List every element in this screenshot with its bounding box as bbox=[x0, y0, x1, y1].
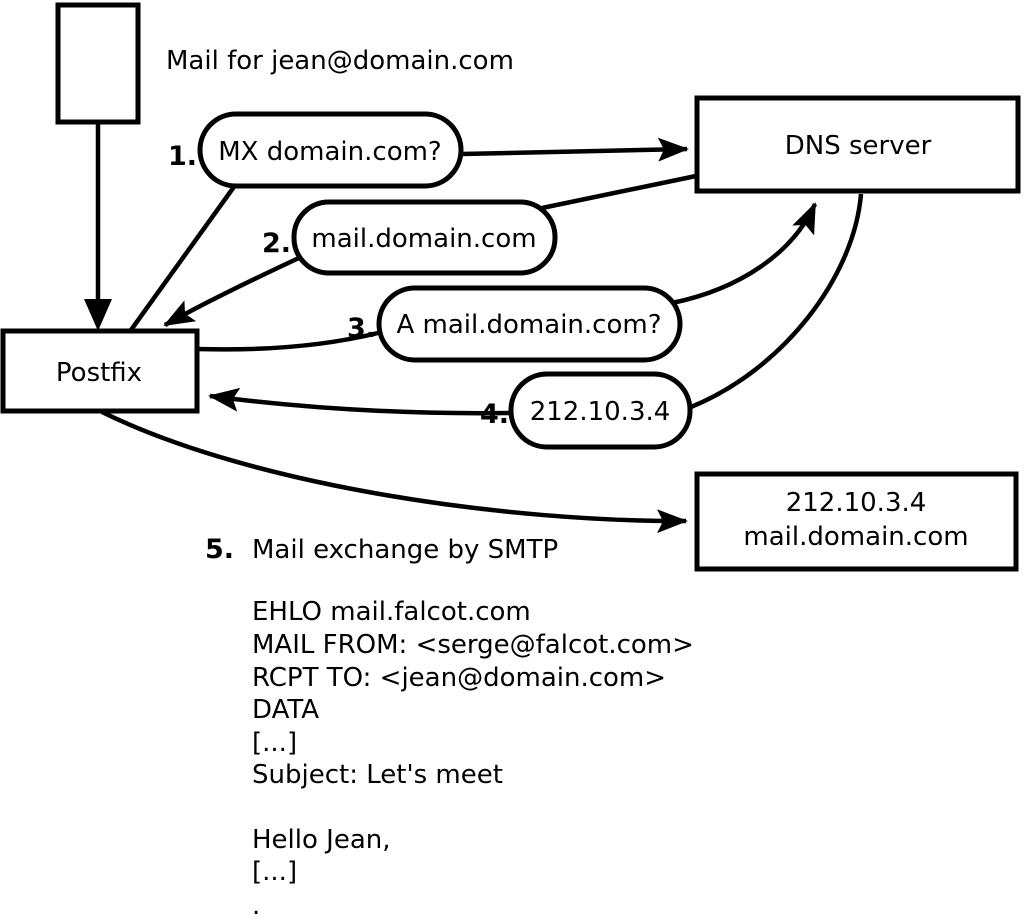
dns-server-label: DNS server bbox=[785, 131, 932, 161]
smtp-line-ellipsis-2: [...] bbox=[252, 857, 297, 887]
arrow-query3-to-dns bbox=[671, 202, 818, 306]
arrow-smtp-exchange bbox=[101, 409, 688, 534]
arrow-answer4-to-postfix bbox=[208, 387, 512, 416]
smtp-line-ehlo: EHLO mail.falcot.com bbox=[252, 597, 531, 627]
smtp-line-subject: Subject: Let's meet bbox=[252, 760, 503, 790]
edge-dns-to-answer2 bbox=[541, 173, 697, 211]
answer-ip-label: 212.10.3.4 bbox=[530, 397, 671, 427]
edges bbox=[84, 122, 864, 534]
arrowhead-incoming-mail-icon bbox=[84, 299, 112, 331]
edge-postfix-to-query1 bbox=[129, 182, 238, 332]
arrow-answer2-to-postfix bbox=[163, 254, 302, 327]
pill-query-mx bbox=[197, 111, 464, 189]
edge-postfix-to-query3 bbox=[196, 330, 379, 352]
step5-number: 5. bbox=[205, 534, 234, 565]
note-mail-for: Mail for jean@domain.com bbox=[166, 46, 514, 76]
step3-number: 3. bbox=[347, 313, 376, 344]
pill-answer-ip bbox=[508, 371, 693, 450]
edge-dns-to-answer4 bbox=[690, 193, 864, 410]
postfix-box bbox=[0, 328, 200, 414]
postfix-label: Postfix bbox=[56, 358, 142, 388]
smtp-line-data: DATA bbox=[252, 695, 319, 725]
dns-server-box bbox=[694, 95, 1021, 194]
query-a-record-label: A mail.domain.com? bbox=[397, 310, 662, 340]
arrow-query1-to-dns bbox=[460, 137, 689, 162]
mail-message-box bbox=[55, 2, 141, 125]
pill-answer-mailhost bbox=[291, 199, 558, 276]
mail-server-host-label: mail.domain.com bbox=[743, 522, 968, 552]
smtp-line-rcpt-to: RCPT TO: <jean@domain.com> bbox=[252, 663, 666, 693]
step1-number: 1. bbox=[168, 141, 197, 172]
mail-server-box bbox=[694, 471, 1019, 572]
step4-number: 4. bbox=[480, 399, 509, 430]
query-mx-label: MX domain.com? bbox=[218, 137, 441, 167]
smtp-line-end-dot: . bbox=[252, 891, 260, 919]
answer-mailhost-label: mail.domain.com bbox=[311, 224, 536, 254]
mail-server-ip-label: 212.10.3.4 bbox=[786, 488, 927, 518]
smtp-line-hello: Hello Jean, bbox=[252, 825, 391, 855]
step5-label: Mail exchange by SMTP bbox=[252, 535, 558, 565]
smtp-line-mail-from: MAIL FROM: <serge@falcot.com> bbox=[252, 630, 694, 660]
smtp-transcript: EHLO mail.falcot.com MAIL FROM: <serge@f… bbox=[252, 597, 694, 919]
smtp-line-ellipsis-1: [...] bbox=[252, 728, 297, 758]
pill-query-a-record bbox=[376, 285, 683, 363]
step2-number: 2. bbox=[262, 228, 291, 259]
